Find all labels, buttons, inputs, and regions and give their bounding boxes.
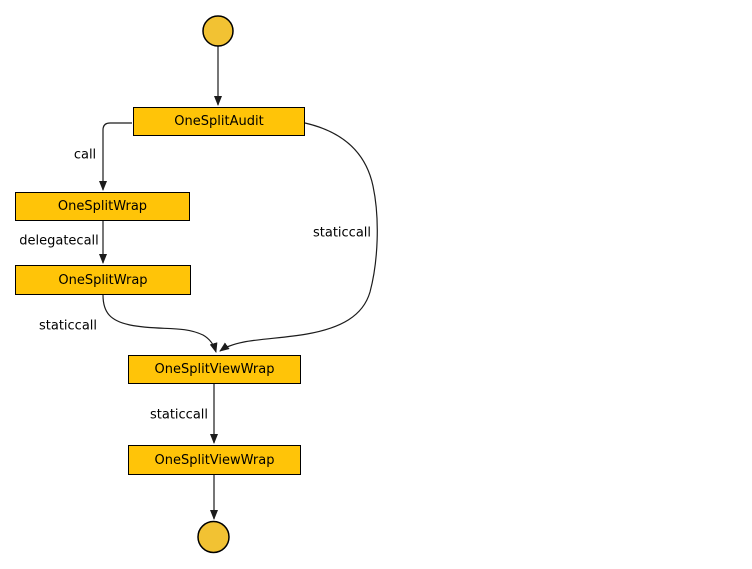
edge-label-staticcall-left: staticcall	[38, 318, 98, 334]
node-onesplitwrap-1: OneSplitWrap	[15, 192, 190, 221]
node-onesplitwrap-2: OneSplitWrap	[15, 265, 191, 295]
node-onesplitviewwrap-2: OneSplitViewWrap	[128, 445, 301, 475]
start-node-circle	[202, 15, 234, 47]
node-oneplitaudit: OneSplitAudit	[133, 107, 305, 136]
end-node-circle	[197, 520, 230, 554]
edge-audit-to-wrap1-call	[99, 122, 132, 191]
node-onesplitviewwrap-1: OneSplitViewWrap	[128, 355, 301, 384]
edge-label-call: call	[73, 147, 97, 163]
edge-label-staticcall-middle: staticcall	[149, 407, 209, 423]
edge-label-delegatecall: delegatecall	[19, 233, 99, 249]
edge-label-staticcall-right: staticcall	[312, 225, 372, 241]
edge-wrap2-to-viewwrap1-staticcall	[102, 294, 218, 353]
edge-audit-to-viewwrap1-staticcall	[219, 122, 378, 352]
